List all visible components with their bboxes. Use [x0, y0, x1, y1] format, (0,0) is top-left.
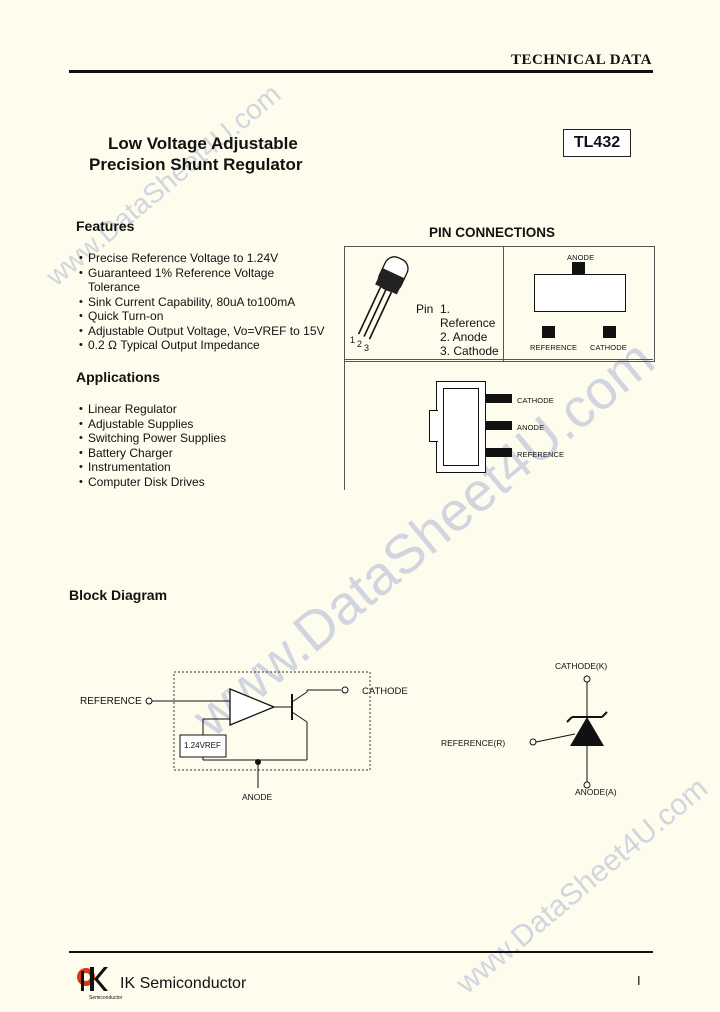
- pin-panel-to92: 1 2 3 Pin 1. Reference 2. Anode 3. Catho…: [344, 246, 505, 362]
- sot89-pin-1: [486, 394, 512, 403]
- sot23-cathode-label: CATHODE: [590, 343, 627, 352]
- features-list: Precise Reference Voltage to 1.24V Guara…: [79, 251, 339, 353]
- sot89-label-anode: ANODE: [517, 423, 545, 432]
- pin-item: 2. Anode: [440, 330, 488, 344]
- sot23-top-pin: [572, 262, 585, 274]
- pin-label: Pin: [416, 302, 434, 316]
- sot23-body: [534, 274, 626, 312]
- sot89-label-cathode: CATHODE: [517, 396, 554, 405]
- to92-pin-2: 2: [357, 339, 363, 349]
- application-item: Switching Power Supplies: [79, 431, 299, 446]
- application-item: Linear Regulator: [79, 402, 299, 417]
- technical-data-tag: TECHNICAL DATA: [510, 52, 652, 68]
- feature-item: Sink Current Capability, 80uA to100mA: [79, 295, 339, 310]
- sot23-right-pin: [603, 326, 616, 338]
- symbol-anode-label: ANODE(A): [575, 787, 617, 797]
- footer-rule: [69, 951, 653, 953]
- pin-list: 1. Reference 2. Anode 3. Cathode: [440, 302, 505, 358]
- block-vref-label: 1.24VREF: [184, 741, 221, 750]
- sot89-inner: [443, 388, 479, 466]
- sot89-pin-3: [486, 448, 512, 457]
- pin-item: 1. Reference: [440, 302, 496, 330]
- pin-panel-sot89: CATHODE ANODE REFERENCE: [344, 359, 653, 490]
- application-item: Computer Disk Drives: [79, 475, 299, 490]
- header-rule: [69, 70, 653, 73]
- sot23-left-pin: [542, 326, 555, 338]
- title-line-2: Precision Shunt Regulator: [89, 155, 303, 174]
- pin-panel-sot23: ANODE REFERENCE CATHODE: [503, 246, 655, 362]
- sot23-anode-label: ANODE: [567, 253, 595, 262]
- pin-connections-heading: PIN CONNECTIONS: [429, 225, 556, 240]
- feature-item: Adjustable Output Voltage, Vo=VREF to 15…: [79, 324, 339, 339]
- block-anode-label: ANODE: [242, 792, 273, 802]
- block-reference-label: REFERENCE: [80, 696, 142, 707]
- applications-list: Linear Regulator Adjustable Supplies Swi…: [79, 402, 299, 489]
- feature-item: Quick Turn-on: [79, 309, 339, 324]
- symbol-reference-label: REFERENCE(R): [441, 738, 506, 748]
- block-cathode-label: CATHODE: [362, 686, 408, 697]
- feature-item: 0.2 Ω Typical Output Impedance: [79, 338, 339, 353]
- pin-item: 3. Cathode: [440, 344, 499, 358]
- application-item: Adjustable Supplies: [79, 417, 299, 432]
- company-name: IK Semiconductor: [120, 975, 247, 992]
- to92-package-icon: [357, 256, 409, 340]
- shunt-regulator-symbol: [529, 675, 608, 789]
- application-item: Instrumentation: [79, 460, 299, 475]
- logo-subtext: Semiconductor: [89, 995, 123, 1001]
- block-diagram-heading: Block Diagram: [69, 587, 168, 603]
- page-number: I: [637, 973, 641, 988]
- sot23-reference-label: REFERENCE: [530, 343, 578, 352]
- to92-pin-3: 3: [364, 343, 370, 353]
- features-heading: Features: [76, 218, 135, 234]
- feature-item: Precise Reference Voltage to 1.24V: [79, 251, 339, 266]
- sot89-tab: [429, 410, 438, 442]
- to92-pin-1: 1: [350, 335, 356, 345]
- part-number-box: TL432: [563, 129, 631, 157]
- watermark-bottom: www.DataSheet4U.com: [450, 771, 714, 1001]
- sot89-body: [429, 381, 486, 473]
- applications-heading: Applications: [76, 369, 161, 385]
- part-number: TL432: [573, 134, 621, 151]
- block-diagram: [145, 671, 371, 788]
- title-line-1: Low Voltage Adjustable: [108, 134, 298, 153]
- symbol-cathode-label: CATHODE(K): [555, 661, 608, 671]
- application-item: Battery Charger: [79, 446, 299, 461]
- sot89-pin-2: [486, 421, 512, 430]
- sot89-label-reference: REFERENCE: [517, 450, 565, 459]
- ik-logo-icon: [77, 967, 108, 991]
